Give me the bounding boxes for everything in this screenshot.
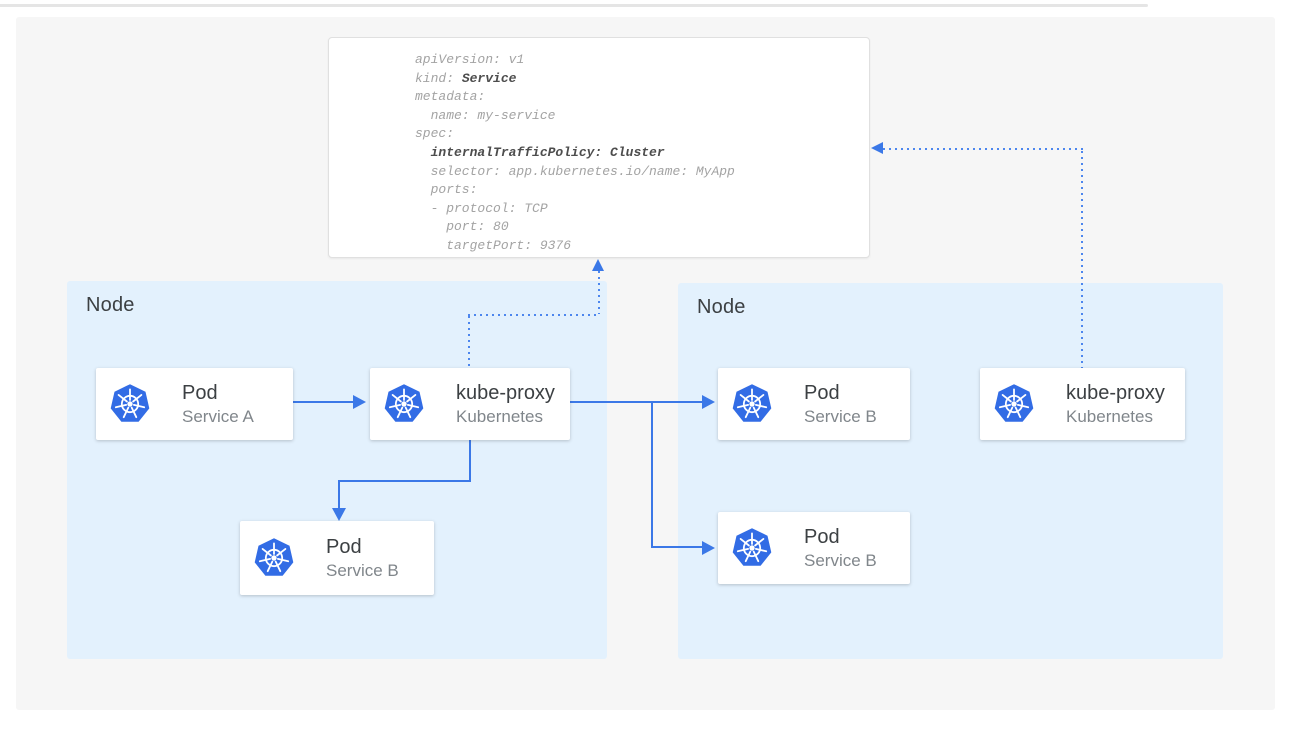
card-subtitle: Service A: [182, 406, 254, 428]
top-hairline: [0, 4, 1148, 7]
dotted-kube-proxy-right-to-yaml-seg1: [1081, 151, 1083, 368]
yaml-line: port: 80: [415, 218, 869, 237]
dotted-kube-proxy-left-to-yaml-head: [592, 259, 604, 271]
yaml-line: spec:: [415, 125, 869, 144]
card-title: Pod: [804, 381, 877, 406]
yaml-line: targetPort: 9376: [415, 237, 869, 256]
arrow-kube-proxy-to-pod-right-bottom-head: [702, 541, 715, 555]
card-subtitle: Kubernetes: [456, 406, 555, 428]
yaml-line: internalTrafficPolicy: Cluster: [415, 144, 869, 163]
kube-proxy-card-left: kube-proxy Kubernetes: [370, 368, 570, 440]
card-title: Pod: [182, 381, 254, 406]
pod-card-service-b-right-bottom: Pod Service B: [718, 512, 910, 584]
node-label: Node: [697, 295, 746, 319]
dotted-kube-proxy-left-to-yaml-seg2: [468, 314, 600, 316]
yaml-line: kind: Service: [415, 70, 869, 89]
arrow-kube-proxy-to-pod-right-top-line: [570, 401, 704, 403]
node-box-right: Node: [678, 283, 1223, 659]
dotted-kube-proxy-right-to-yaml-seg2: [883, 148, 1083, 150]
card-title: Pod: [326, 535, 399, 560]
card-subtitle: Kubernetes: [1066, 406, 1165, 428]
arrow-kube-proxy-to-pod-b-left-seg1: [469, 440, 471, 482]
kube-proxy-card-right: kube-proxy Kubernetes: [980, 368, 1185, 440]
service-yaml-card: apiVersion: v1 kind: Service metadata: n…: [328, 37, 870, 258]
arrow-pod-a-to-kube-proxy-line: [293, 401, 353, 403]
card-subtitle: Service B: [804, 550, 877, 572]
pod-card-service-a: Pod Service A: [96, 368, 293, 440]
arrow-pod-a-to-kube-proxy-head: [353, 395, 366, 409]
arrow-kube-proxy-to-pod-b-left-seg2: [338, 480, 471, 482]
card-title: kube-proxy: [1066, 381, 1165, 406]
yaml-line: apiVersion: v1: [415, 51, 869, 70]
yaml-line: ports:: [415, 181, 869, 200]
yaml-line: selector: app.kubernetes.io/name: MyApp: [415, 163, 869, 182]
dotted-kube-proxy-right-to-yaml-head: [871, 142, 883, 154]
kubernetes-icon: [109, 383, 151, 425]
arrow-kube-proxy-to-pod-right-top-head: [702, 395, 715, 409]
kubernetes-icon: [731, 527, 773, 569]
kubernetes-icon: [731, 383, 773, 425]
kubernetes-icon: [383, 383, 425, 425]
yaml-line: - protocol: TCP: [415, 200, 869, 219]
kubernetes-icon: [253, 537, 295, 579]
arrow-kube-proxy-to-pod-b-left-head: [332, 508, 346, 521]
pod-card-service-b-right-top: Pod Service B: [718, 368, 910, 440]
dotted-kube-proxy-left-to-yaml-seg3: [598, 271, 600, 314]
pod-card-service-b-left: Pod Service B: [240, 521, 434, 595]
card-title: Pod: [804, 525, 877, 550]
node-box-left: Node: [67, 281, 607, 659]
arrow-kube-proxy-to-pod-right-bottom-seg1: [651, 401, 653, 548]
dotted-kube-proxy-left-to-yaml-seg1: [468, 316, 470, 368]
kubernetes-icon: [993, 383, 1035, 425]
card-title: kube-proxy: [456, 381, 555, 406]
arrow-kube-proxy-to-pod-b-left-seg3: [338, 480, 340, 510]
node-label: Node: [86, 293, 135, 317]
arrow-kube-proxy-to-pod-right-bottom-seg2: [651, 546, 704, 548]
card-subtitle: Service B: [804, 406, 877, 428]
card-subtitle: Service B: [326, 560, 399, 582]
yaml-line: metadata:: [415, 88, 869, 107]
yaml-line: name: my-service: [415, 107, 869, 126]
